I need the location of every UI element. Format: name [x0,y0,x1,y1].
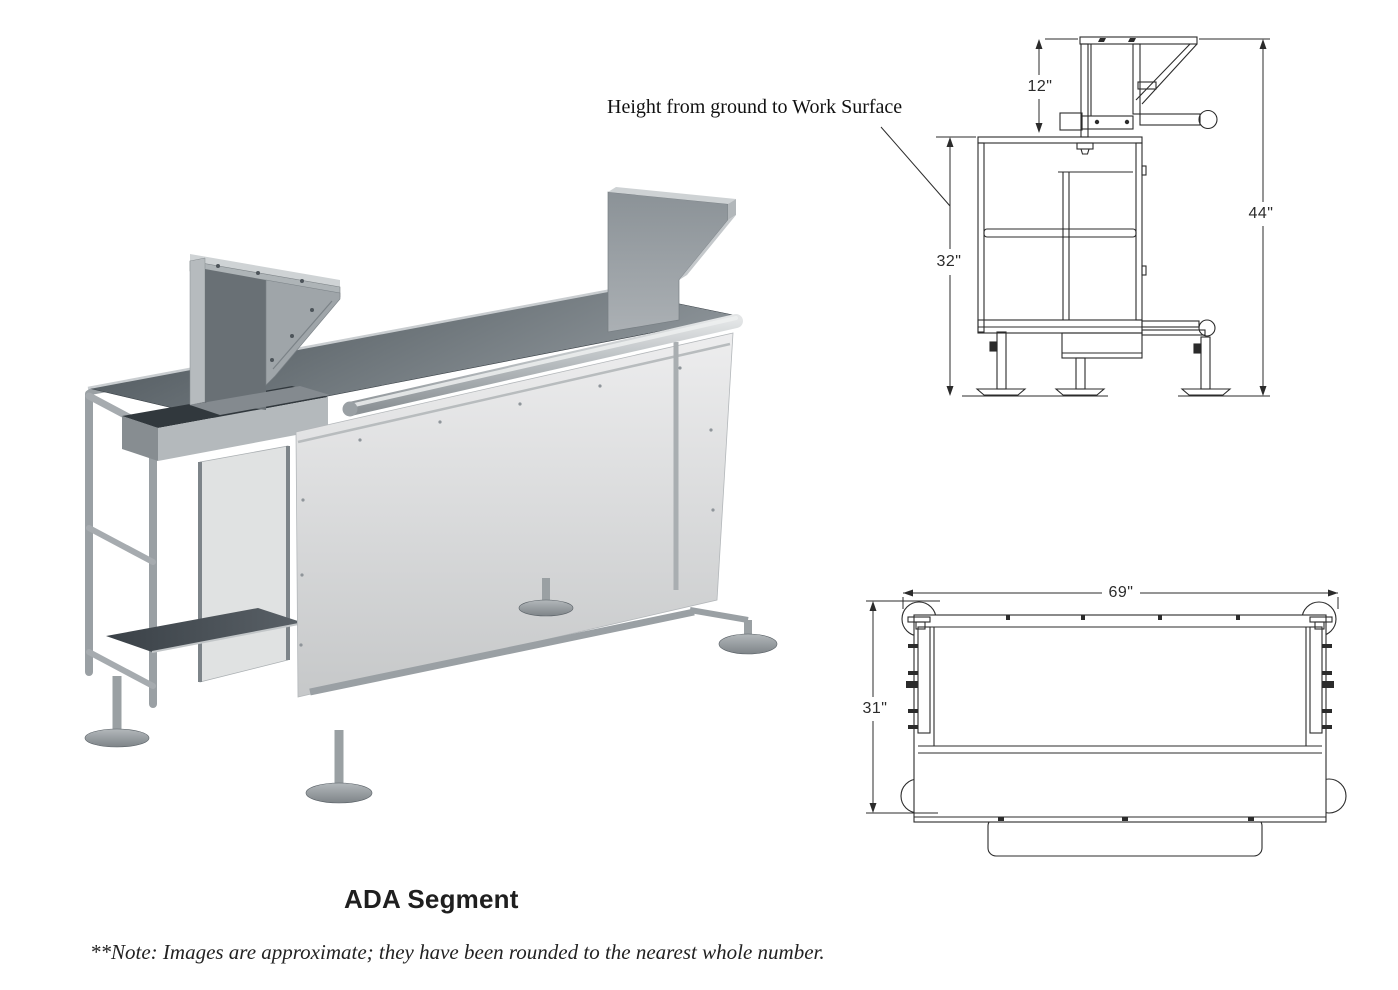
disc-foot [305,782,373,804]
disc-foot [84,728,150,748]
dim-depth: 31" [862,700,888,717]
disc-foot [718,633,778,655]
tray-rail-tube [342,314,743,417]
front-body-panel [295,332,734,698]
top-bracket [189,254,341,415]
render-caption: ADA Segment [344,884,519,914]
product-render-3d [84,187,778,804]
end-splash-panel [607,187,736,333]
dim-overall-height: 44" [1248,205,1274,222]
plan-dimensions [866,589,1339,814]
dim-work-surface-height: 32" [936,253,962,270]
plan-drawing [900,601,1347,857]
footnote: **Note: Images are approximate; they hav… [90,940,825,964]
lower-shelf [106,608,305,653]
elevation-drawing [962,36,1270,397]
legs-and-feet [112,676,344,786]
callout-height-label: Height from ground to Work Surface [607,96,903,118]
elevation-dimensions [880,38,1270,396]
disc-foot [518,599,574,617]
dim-length: 69" [1108,584,1134,601]
dim-bracket-height: 12" [1027,78,1053,95]
